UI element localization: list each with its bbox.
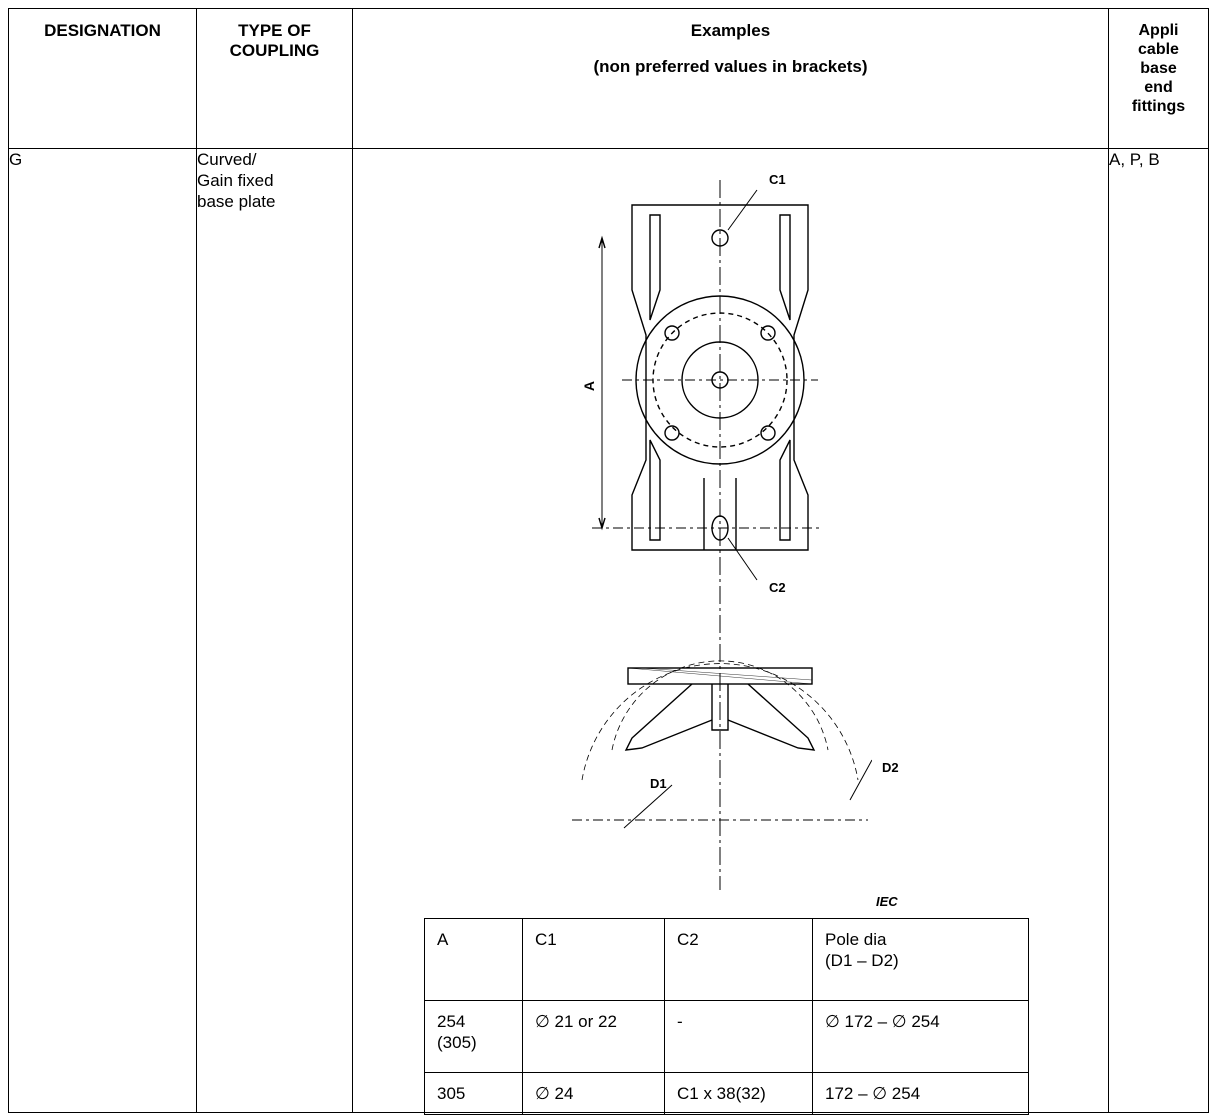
header-applicable-line: Appli <box>1138 22 1179 39</box>
table-cell: 172 – ∅ 254 <box>812 1072 1029 1115</box>
table-cell: ∅ 24 <box>522 1072 665 1115</box>
left-wing <box>624 683 713 751</box>
row-applicable-text: A, P, B <box>1109 150 1160 169</box>
row-designation-text: G <box>9 150 23 169</box>
table-cell: ∅ 172 – ∅ 254 <box>812 1000 1029 1073</box>
c2-leader <box>727 537 758 581</box>
left-lower-rib <box>649 439 661 541</box>
table-cell-line: (305) <box>437 1033 477 1052</box>
header-type-line2: COUPLING <box>229 41 320 60</box>
header-row: DESIGNATION TYPE OF COUPLING Examples (n… <box>8 8 1209 149</box>
base-plate-drawing <box>572 180 872 890</box>
d2-leader <box>849 759 872 801</box>
label-c2: C2 <box>769 580 786 595</box>
table-row: 305 ∅ 24 C1 x 38(32) 172 – ∅ 254 <box>424 1072 1029 1115</box>
row-type-line: Curved/ <box>197 150 257 169</box>
header-type: TYPE OF COUPLING <box>196 8 353 149</box>
table-cell: ∅ 21 or 22 <box>522 1000 665 1073</box>
row-type-line: Gain fixed <box>197 171 274 190</box>
row-type-line: base plate <box>197 192 276 211</box>
label-a: A <box>581 380 598 392</box>
table-cell: 305 <box>424 1072 523 1115</box>
examples-table: A C1 C2 Pole dia (D1 – D2) 254 (305) ∅ 2… <box>424 918 1029 1115</box>
table-cell-line: 254 <box>437 1012 466 1031</box>
header-applicable-line: cable <box>1138 41 1179 58</box>
header-applicable: Appli cable base end fittings <box>1108 8 1209 149</box>
table-row: 254 (305) ∅ 21 or 22 - ∅ 172 – ∅ 254 <box>424 1000 1029 1073</box>
pole-d2-arc <box>581 663 859 781</box>
right-upper-rib <box>779 214 791 321</box>
flange-plate <box>627 667 813 685</box>
row-designation: G <box>8 148 197 1113</box>
left-upper-rib <box>649 214 661 321</box>
examples-header-line: (D1 – D2) <box>825 951 899 970</box>
label-d2: D2 <box>882 760 899 775</box>
top-view <box>592 180 822 890</box>
examples-header-cell: C2 <box>664 918 813 1001</box>
side-view <box>572 660 872 829</box>
c1-leader <box>727 189 758 231</box>
label-d1: D1 <box>650 776 667 791</box>
examples-header-cell: A <box>424 918 523 1001</box>
header-examples-line1: Examples <box>690 21 771 40</box>
dimension-a-arrows <box>598 235 606 531</box>
web <box>711 684 729 731</box>
table-cell: 254 (305) <box>424 1000 523 1073</box>
row-applicable: A, P, B <box>1108 148 1209 1113</box>
header-type-line1: TYPE OF <box>238 21 311 40</box>
table-cell: C1 x 38(32) <box>664 1072 813 1115</box>
bolt-hole <box>760 425 776 441</box>
header-applicable-line: fittings <box>1131 98 1186 115</box>
bolt-hole <box>664 325 680 341</box>
pole-d1-arc <box>611 660 829 751</box>
examples-header-row: A C1 C2 Pole dia (D1 – D2) <box>424 918 1029 1001</box>
table-cell: - <box>664 1000 813 1073</box>
examples-header-cell: Pole dia (D1 – D2) <box>812 918 1029 1001</box>
hatch <box>627 667 813 685</box>
d1-leader <box>623 784 673 829</box>
lower-channel <box>703 478 737 550</box>
header-examples: Examples (non preferred values in bracke… <box>352 8 1109 149</box>
header-applicable-line: base <box>1140 60 1177 77</box>
right-lower-rib <box>779 439 791 541</box>
bolt-hole <box>760 325 776 341</box>
header-applicable-line: end <box>1144 79 1173 96</box>
row-type: Curved/ Gain fixed base plate <box>196 148 353 1113</box>
header-examples-line2: (non preferred values in brackets) <box>593 57 868 76</box>
header-designation-text: DESIGNATION <box>44 21 161 40</box>
iec-mark: IEC <box>876 894 898 909</box>
bolt-hole <box>664 425 680 441</box>
examples-header-cell: C1 <box>522 918 665 1001</box>
header-designation: DESIGNATION <box>8 8 197 149</box>
right-wing <box>727 683 816 751</box>
label-c1: C1 <box>769 172 786 187</box>
plate-outline <box>631 204 809 551</box>
examples-header-line: Pole dia <box>825 930 887 949</box>
